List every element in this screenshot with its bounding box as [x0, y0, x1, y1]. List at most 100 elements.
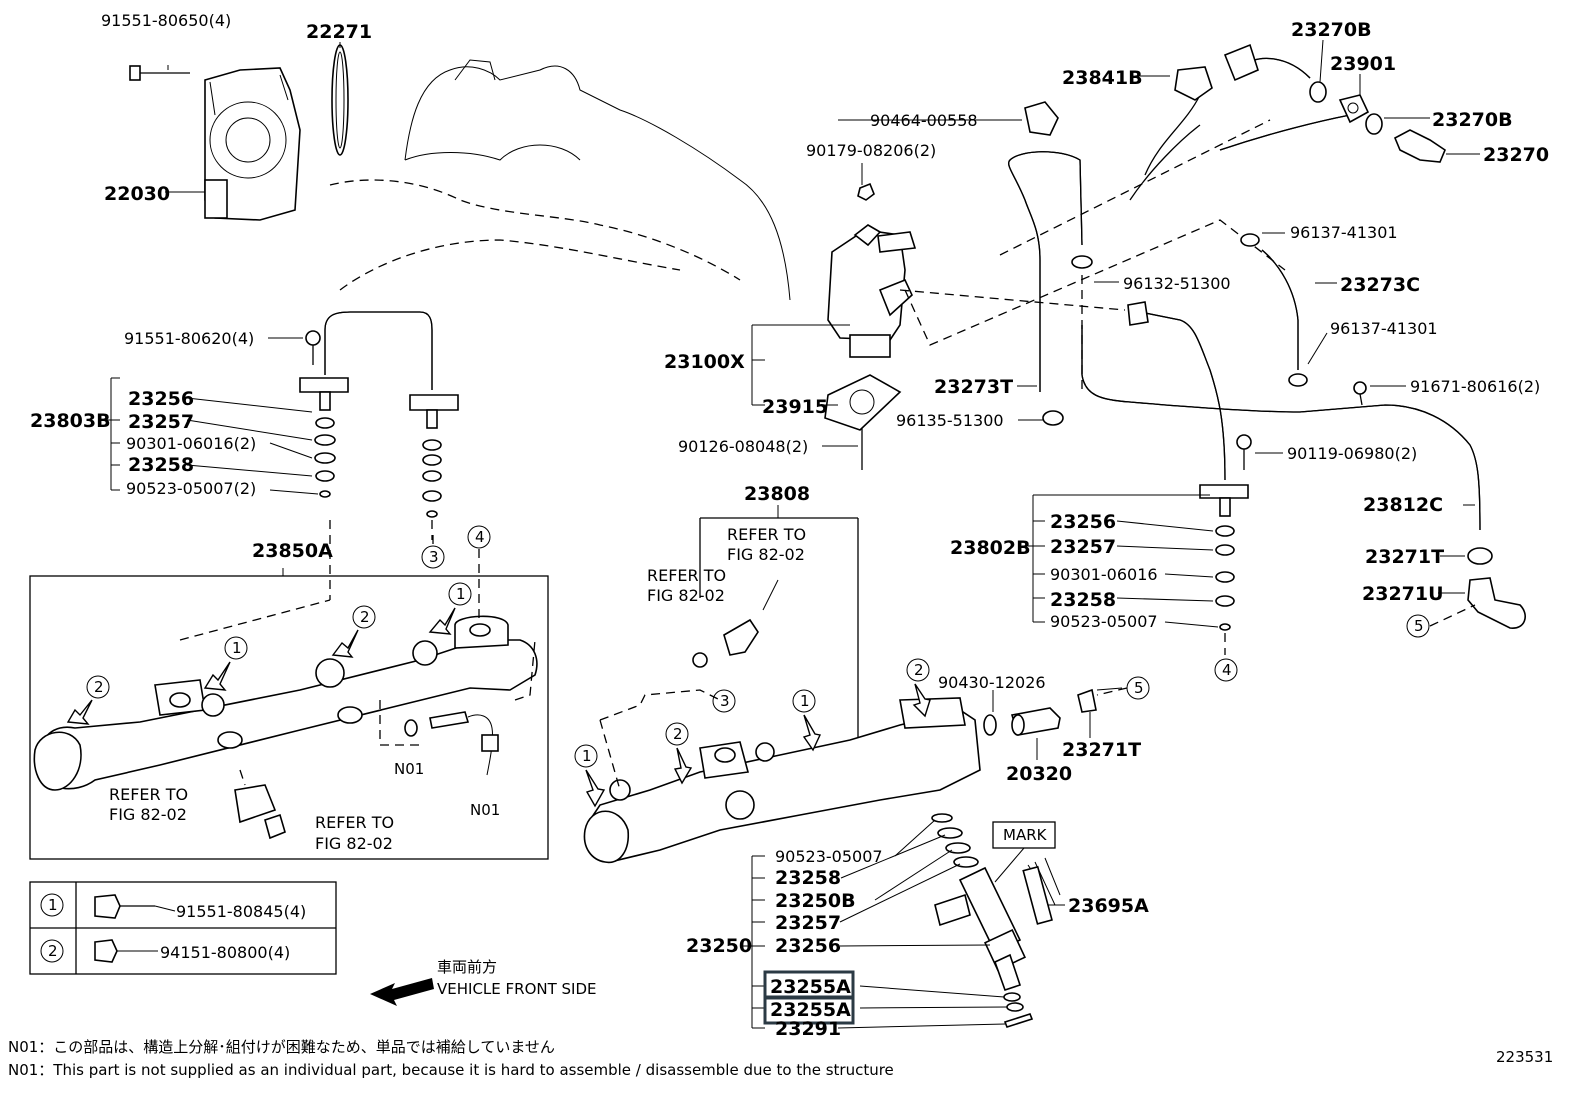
label-23803B: 23803B: [30, 410, 111, 432]
label-96135: 96135-51300: [896, 411, 1004, 430]
label-23901: 23901: [1330, 53, 1396, 75]
label-23258-injector: 23258: [775, 867, 841, 889]
callout-arrows: [66, 607, 931, 808]
label-23271T-center: 23271T: [1062, 739, 1141, 761]
vehicle-front-jp: 車両前方: [437, 958, 497, 976]
label-23273C: 23273C: [1340, 274, 1420, 296]
refer-4-line2: FIG 82-02: [647, 586, 725, 605]
highlight-23255A-2: [763, 995, 855, 1025]
label-n01-a: N01: [394, 760, 424, 778]
pipe-23812C: [1081, 301, 1481, 531]
callout-4-left: 4: [475, 528, 485, 546]
clip-23271T-center: [1077, 688, 1097, 713]
gasket-23270B: [1309, 81, 1383, 135]
bracket-23808: [692, 579, 779, 668]
hose-top-23841B: [1129, 43, 1351, 201]
vehicle-front-label: 車両前方 VEHICLE FRONT SIDE: [437, 958, 597, 998]
legend-row2-number: 2: [48, 942, 58, 960]
label-90523-injector: 90523-05007: [775, 847, 883, 866]
bolt-91551-80620: [305, 330, 321, 365]
label-23841B: 23841B: [1062, 67, 1143, 89]
label-90301-right: 90301-06016: [1050, 565, 1158, 584]
injector-23250: [934, 857, 1061, 992]
callout-3-left: 3: [429, 548, 439, 566]
label-23256-injector: 23256: [775, 935, 841, 957]
callout-5-right: 5: [1414, 617, 1424, 635]
callout-1-c: 1: [582, 747, 592, 765]
label-23270B-right: 23270B: [1432, 109, 1513, 131]
callout-4-right: 4: [1222, 661, 1232, 679]
legend-text: 1 91551-80845(4) 2 94151-80800(4): [48, 896, 306, 962]
legend-row1-part: 91551-80845(4): [176, 902, 306, 921]
fuel-rail-box-23850A: [29, 575, 549, 860]
legend-row2-part: 94151-80800(4): [160, 943, 290, 962]
n01-labels: N01 N01: [394, 760, 500, 819]
union-bolt-23270: [1393, 129, 1446, 163]
fitting-23271T-right: [1467, 547, 1493, 565]
label-22030: 22030: [104, 183, 170, 205]
label-23256-right: 23256: [1050, 511, 1116, 533]
label-23273T: 23273T: [934, 376, 1013, 398]
label-23255A-2: 23255A: [770, 999, 851, 1021]
label-90301-left: 90301-06016(2): [126, 434, 256, 453]
callout-3-center: 3: [720, 692, 730, 710]
callout-1-b: 1: [232, 639, 242, 657]
washers-left-stack: [314, 417, 442, 518]
gasket-23915: [824, 374, 902, 431]
gasket-22271: [331, 44, 349, 156]
refer-3-line2: FIG 82-02: [727, 545, 805, 564]
label-23812C: 23812C: [1363, 494, 1443, 516]
hose-23273T: [1008, 151, 1083, 392]
fitting-23271U: [1467, 577, 1526, 629]
fuel-rail-left: [33, 615, 538, 840]
callout-circles: [86, 525, 1430, 768]
callout-1-d: 1: [800, 692, 810, 710]
intake-manifold-outline: [329, 59, 791, 301]
fuel-pipe-23802B: [1199, 434, 1252, 631]
vehicle-front-en: VEHICLE FRONT SIDE: [437, 980, 597, 998]
hose-23273C: [1240, 233, 1308, 387]
label-90126: 90126-08048(2): [678, 437, 808, 456]
label-96132: 96132-51300: [1123, 274, 1231, 293]
damper-20320: [1010, 707, 1061, 736]
label-23270: 23270: [1483, 144, 1549, 166]
label-22271: 22271: [306, 21, 372, 43]
refer-labels: REFER TO FIG 82-02 REFER TO FIG 82-02 RE…: [109, 525, 806, 853]
refer-3-line1: REFER TO: [727, 525, 806, 544]
label-23258-right: 23258: [1050, 589, 1116, 611]
mark-box: [992, 821, 1056, 849]
label-23257-right: 23257: [1050, 536, 1116, 558]
label-90179: 90179-08206(2): [806, 141, 936, 160]
label-23291: 23291: [775, 1018, 841, 1040]
sensor-n01: [404, 711, 499, 776]
label-23255A-1: 23255A: [770, 976, 851, 998]
label-23270B-top: 23270B: [1291, 19, 1372, 41]
refer-4-line1: REFER TO: [647, 566, 726, 585]
callout-2-d: 2: [914, 661, 924, 679]
callout-2-a: 2: [360, 608, 370, 626]
vsv-23100X: [827, 182, 917, 358]
label-90430: 90430-12026: [938, 673, 1046, 692]
label-23802B: 23802B: [950, 537, 1031, 559]
label-23258-left: 23258: [128, 454, 194, 476]
label-23250B: 23250B: [775, 890, 856, 912]
label-mark: MARK: [1003, 826, 1048, 844]
label-23257-left: 23257: [128, 411, 194, 433]
label-23695A: 23695A: [1068, 895, 1149, 917]
label-91551-80620: 91551-80620(4): [124, 329, 254, 348]
vehicle-front-arrow: [370, 978, 434, 1006]
throttle-body-22030: [204, 67, 301, 221]
label-90523-left: 90523-05007(2): [126, 479, 256, 498]
part-labels: 91551-80650(4) 22271 22030 91551-80620(4…: [30, 11, 1549, 1040]
callout-numbers: 3 4 1 2 1 2 1 2 3 1 2 5 4 5: [94, 528, 1424, 765]
o-ring-90430: [983, 714, 997, 736]
callout-2-b: 2: [94, 678, 104, 696]
label-20320: 20320: [1006, 763, 1072, 785]
refer-1-line1: REFER TO: [109, 785, 188, 804]
label-90523-right: 90523-05007: [1050, 612, 1158, 631]
fuel-rail-right: [583, 689, 981, 864]
label-23256-left: 23256: [128, 388, 194, 410]
clip-90464-00558: [1024, 101, 1059, 136]
footnotes: N01：この部品は、構造上分解･組付けが困難なため、単品では補給していません N…: [8, 1038, 894, 1079]
